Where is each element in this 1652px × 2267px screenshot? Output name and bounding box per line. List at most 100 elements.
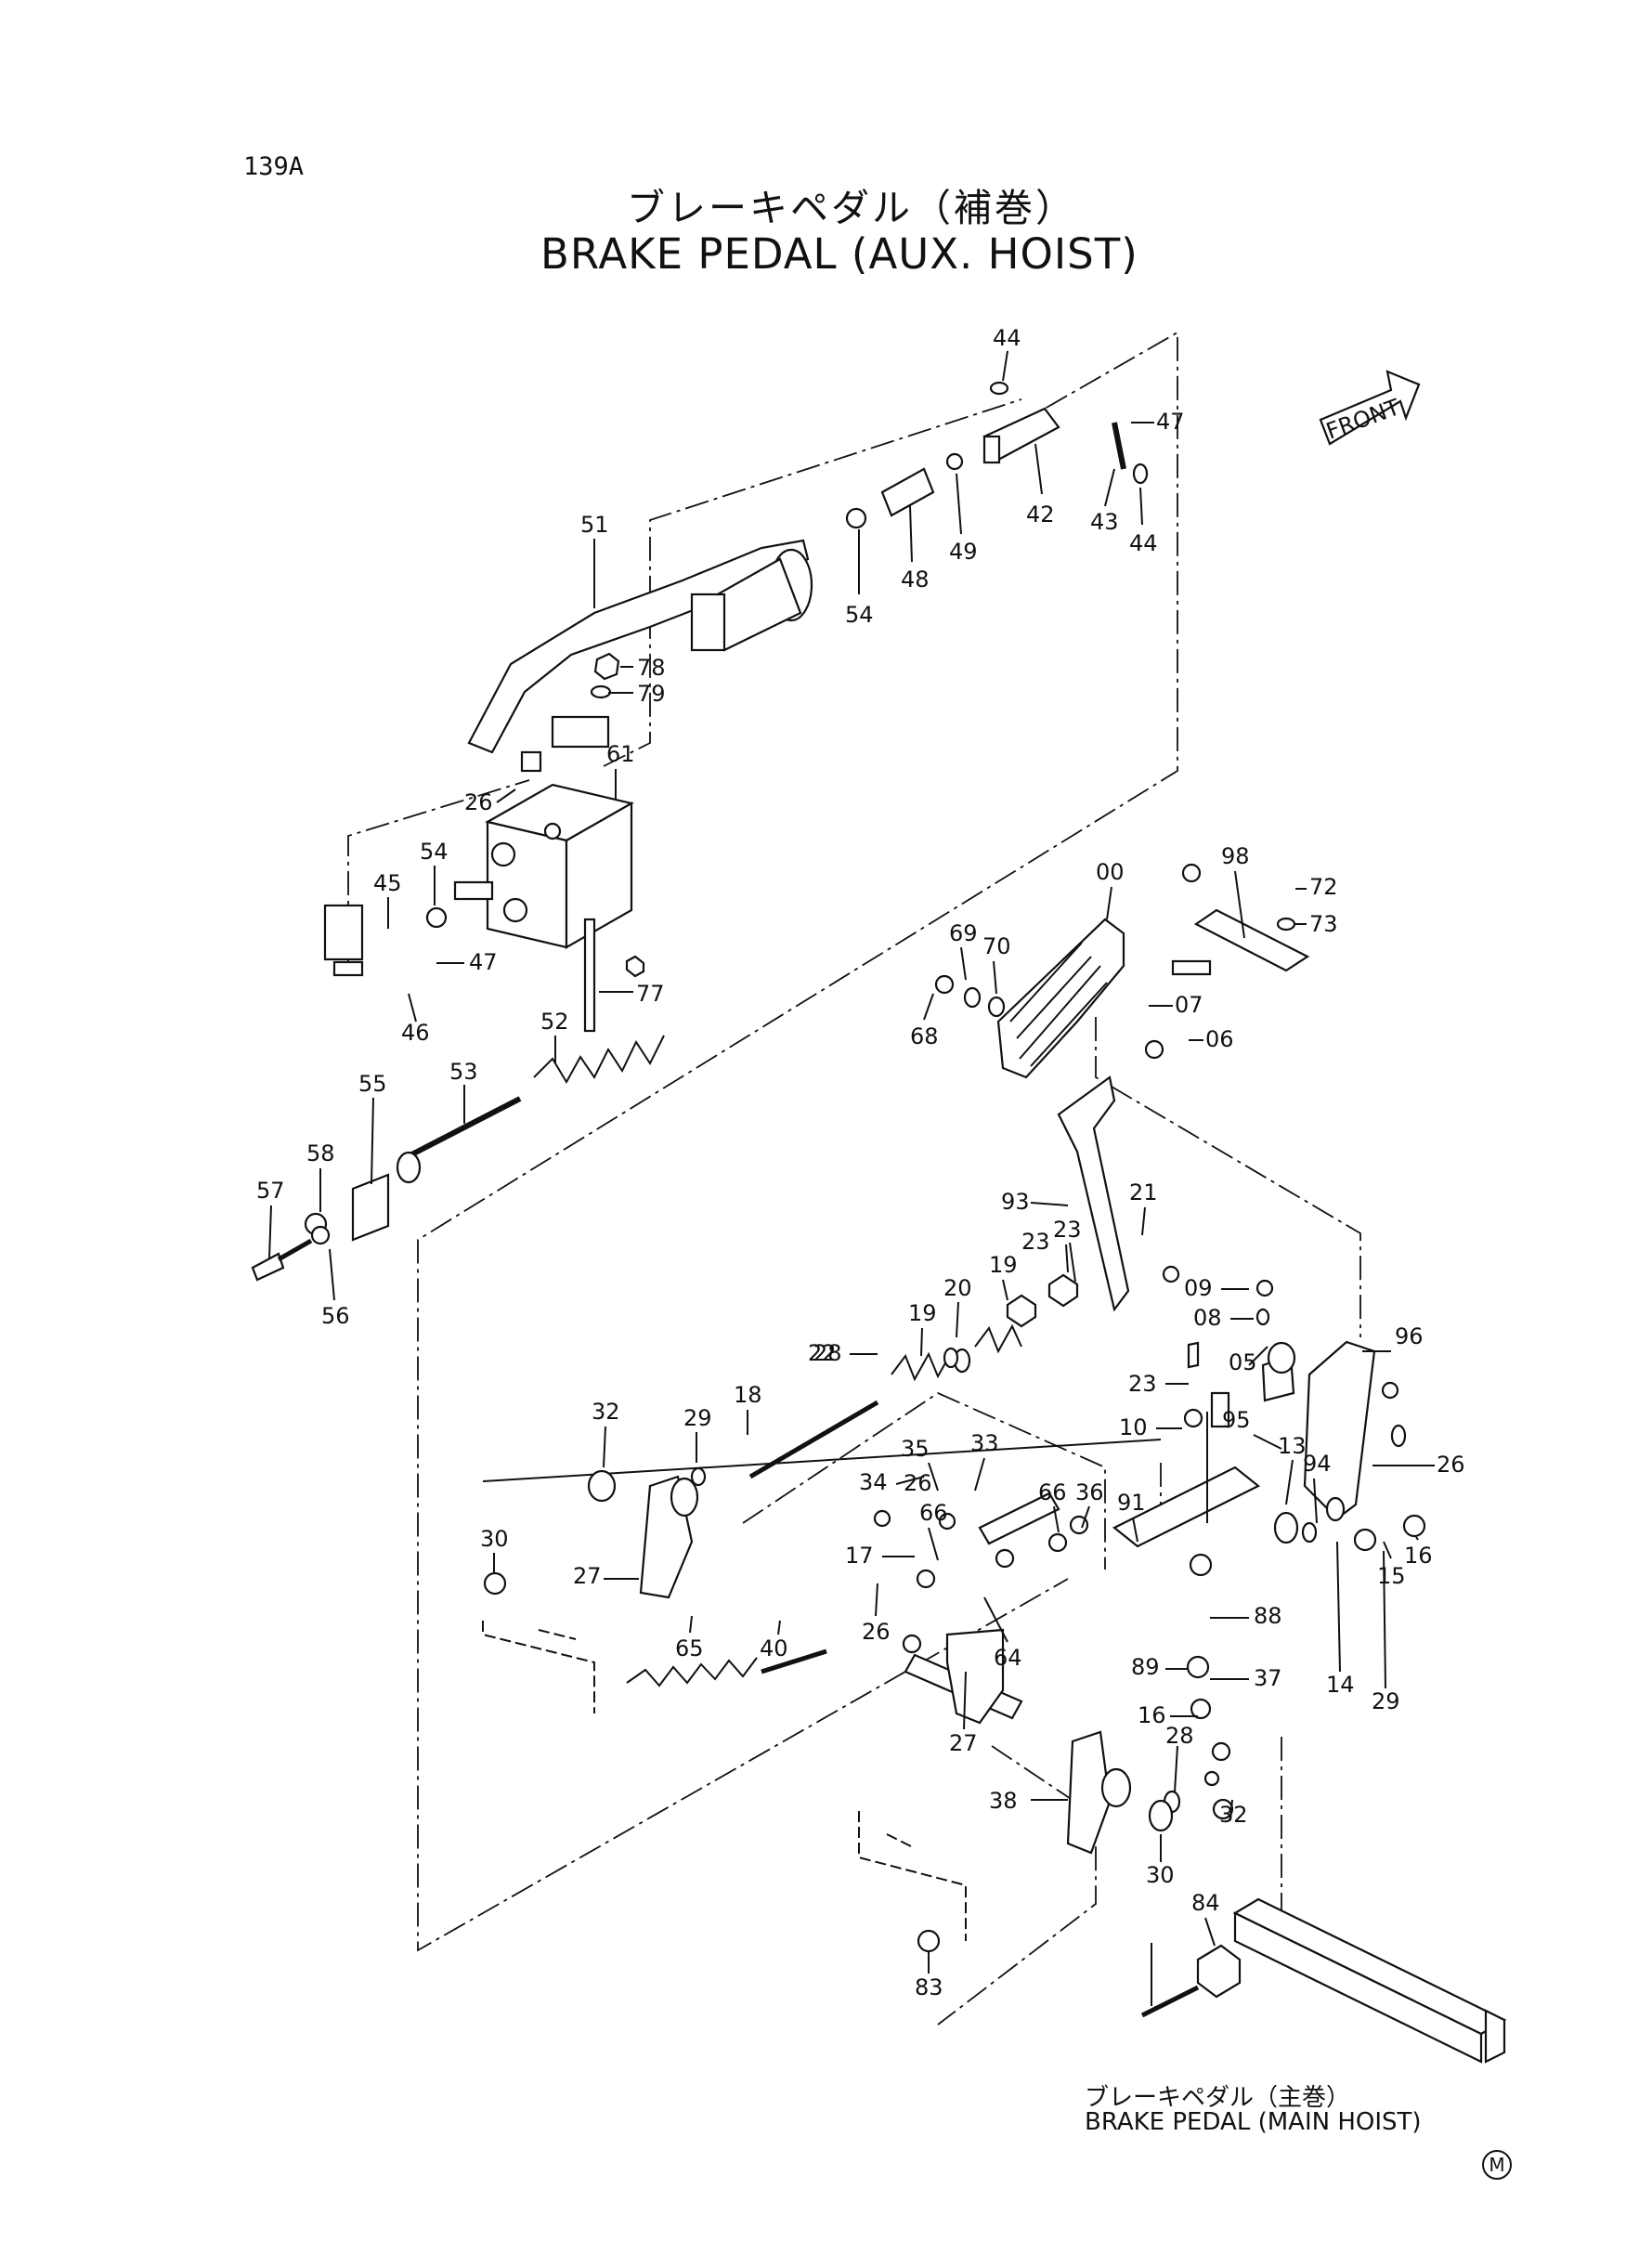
callout: 29 xyxy=(1372,1688,1400,1714)
callout: 23 xyxy=(1053,1217,1082,1243)
link-assembly xyxy=(845,381,1149,529)
callout: 57 xyxy=(256,1178,285,1204)
callout: 51 xyxy=(580,512,609,538)
callout: 26 xyxy=(1437,1452,1465,1478)
callout: 10 xyxy=(1119,1414,1148,1440)
callout: 91 xyxy=(1117,1490,1146,1516)
callout: 23 xyxy=(1128,1371,1157,1397)
page-number: 139A xyxy=(243,152,305,181)
circled-m-mark: M xyxy=(1482,2150,1512,2180)
callout: 19 xyxy=(908,1300,937,1326)
callout: 83 xyxy=(915,1974,943,2000)
lever-assembly xyxy=(467,539,813,754)
callout: 93 xyxy=(1001,1189,1030,1215)
callout: 55 xyxy=(358,1071,387,1097)
callout: 15 xyxy=(1377,1563,1406,1589)
callout: 09 xyxy=(1184,1275,1213,1301)
callout: 38 xyxy=(989,1788,1018,1814)
callout: 22 xyxy=(808,1340,837,1366)
sub-assembly-label-english: BRAKE PEDAL (MAIN HOIST) xyxy=(1085,2108,1422,2136)
callout: 47 xyxy=(469,949,498,975)
spring-rod-assembly xyxy=(251,904,665,1282)
callout: 44 xyxy=(993,325,1021,351)
callout: 30 xyxy=(1146,1862,1175,1888)
callout: 73 xyxy=(1309,911,1338,937)
callout: 64 xyxy=(994,1645,1022,1671)
callout: 07 xyxy=(1175,992,1203,1018)
callout: 16 xyxy=(1404,1543,1433,1569)
callout: 68 xyxy=(910,1023,939,1049)
callout: 13 xyxy=(1278,1433,1307,1459)
callout: 06 xyxy=(1205,1026,1234,1052)
callout: 18 xyxy=(734,1382,762,1408)
callout: 34 xyxy=(859,1469,888,1495)
callout: 69 xyxy=(949,920,978,946)
callout: 66 xyxy=(919,1500,948,1526)
callout: 72 xyxy=(1309,874,1338,900)
callout: 49 xyxy=(949,539,978,565)
callout: 16 xyxy=(1138,1702,1166,1728)
title-english: BRAKE PEDAL (AUX. HOIST) xyxy=(540,229,1138,279)
callout: 95 xyxy=(1222,1407,1251,1433)
shaft-assembly xyxy=(482,1323,1376,1855)
frame-sketch xyxy=(482,1621,1507,2064)
leader-lines xyxy=(268,350,1435,2006)
callout: 20 xyxy=(943,1275,972,1301)
callout: 45 xyxy=(373,870,402,896)
callout: 26 xyxy=(904,1470,932,1496)
callout: 28 xyxy=(1165,1723,1194,1749)
callout: 78 xyxy=(637,655,666,681)
callout: 42 xyxy=(1026,502,1055,528)
callout: 96 xyxy=(1395,1323,1424,1349)
callout: 23 xyxy=(1021,1229,1050,1255)
callout: 28 xyxy=(813,1340,842,1366)
callout: 54 xyxy=(845,602,874,628)
callout: 94 xyxy=(1303,1451,1332,1477)
callout: 00 xyxy=(1096,859,1125,885)
callout: 53 xyxy=(449,1059,478,1085)
callout: 56 xyxy=(321,1303,350,1329)
callout: 26 xyxy=(464,789,493,815)
callout: 40 xyxy=(760,1635,788,1661)
callout: 14 xyxy=(1326,1672,1355,1698)
callout: 89 xyxy=(1131,1654,1160,1680)
callout: 19 xyxy=(989,1252,1018,1278)
callout: 54 xyxy=(420,839,449,865)
callout: 08 xyxy=(1193,1305,1222,1331)
callout: 17 xyxy=(845,1543,874,1569)
callout: 79 xyxy=(637,681,666,707)
callout: 44 xyxy=(1129,530,1158,556)
sub-assembly-label-japanese: ブレーキペダル（主巻） xyxy=(1085,2084,1351,2112)
callout: 27 xyxy=(573,1563,602,1589)
callout: 26 xyxy=(862,1619,891,1645)
callout: 77 xyxy=(636,981,665,1007)
callout: 88 xyxy=(1254,1603,1282,1629)
callout: 33 xyxy=(970,1430,999,1456)
hardware xyxy=(310,652,1426,1953)
callout: 21 xyxy=(1129,1179,1158,1205)
callout: 48 xyxy=(901,567,930,593)
callout-labels: 44 47 42 43 44 51 54 48 49 78 79 26 61 5… xyxy=(256,325,1465,2000)
callout: 84 xyxy=(1191,1890,1220,1916)
callout: 47 xyxy=(1156,409,1185,435)
callout: 46 xyxy=(401,1020,430,1046)
callout: 52 xyxy=(540,1009,569,1035)
callout: 58 xyxy=(306,1140,335,1166)
callout: 37 xyxy=(1254,1665,1282,1691)
callout: 32 xyxy=(592,1399,620,1425)
assembly-lines xyxy=(347,331,1361,2026)
callout: 43 xyxy=(1090,509,1119,535)
callout: 36 xyxy=(1075,1479,1104,1505)
callout: 30 xyxy=(480,1526,509,1552)
title-japanese: ブレーキペダル（補巻） xyxy=(627,186,1076,230)
callout: 27 xyxy=(949,1730,978,1756)
callout: 32 xyxy=(1219,1802,1248,1828)
callout: 35 xyxy=(901,1436,930,1462)
callout: 29 xyxy=(683,1405,712,1431)
valve-block xyxy=(453,715,634,1033)
callout: 66 xyxy=(1038,1479,1067,1505)
callout: 98 xyxy=(1221,843,1250,869)
pedal-assembly xyxy=(996,908,1310,1312)
